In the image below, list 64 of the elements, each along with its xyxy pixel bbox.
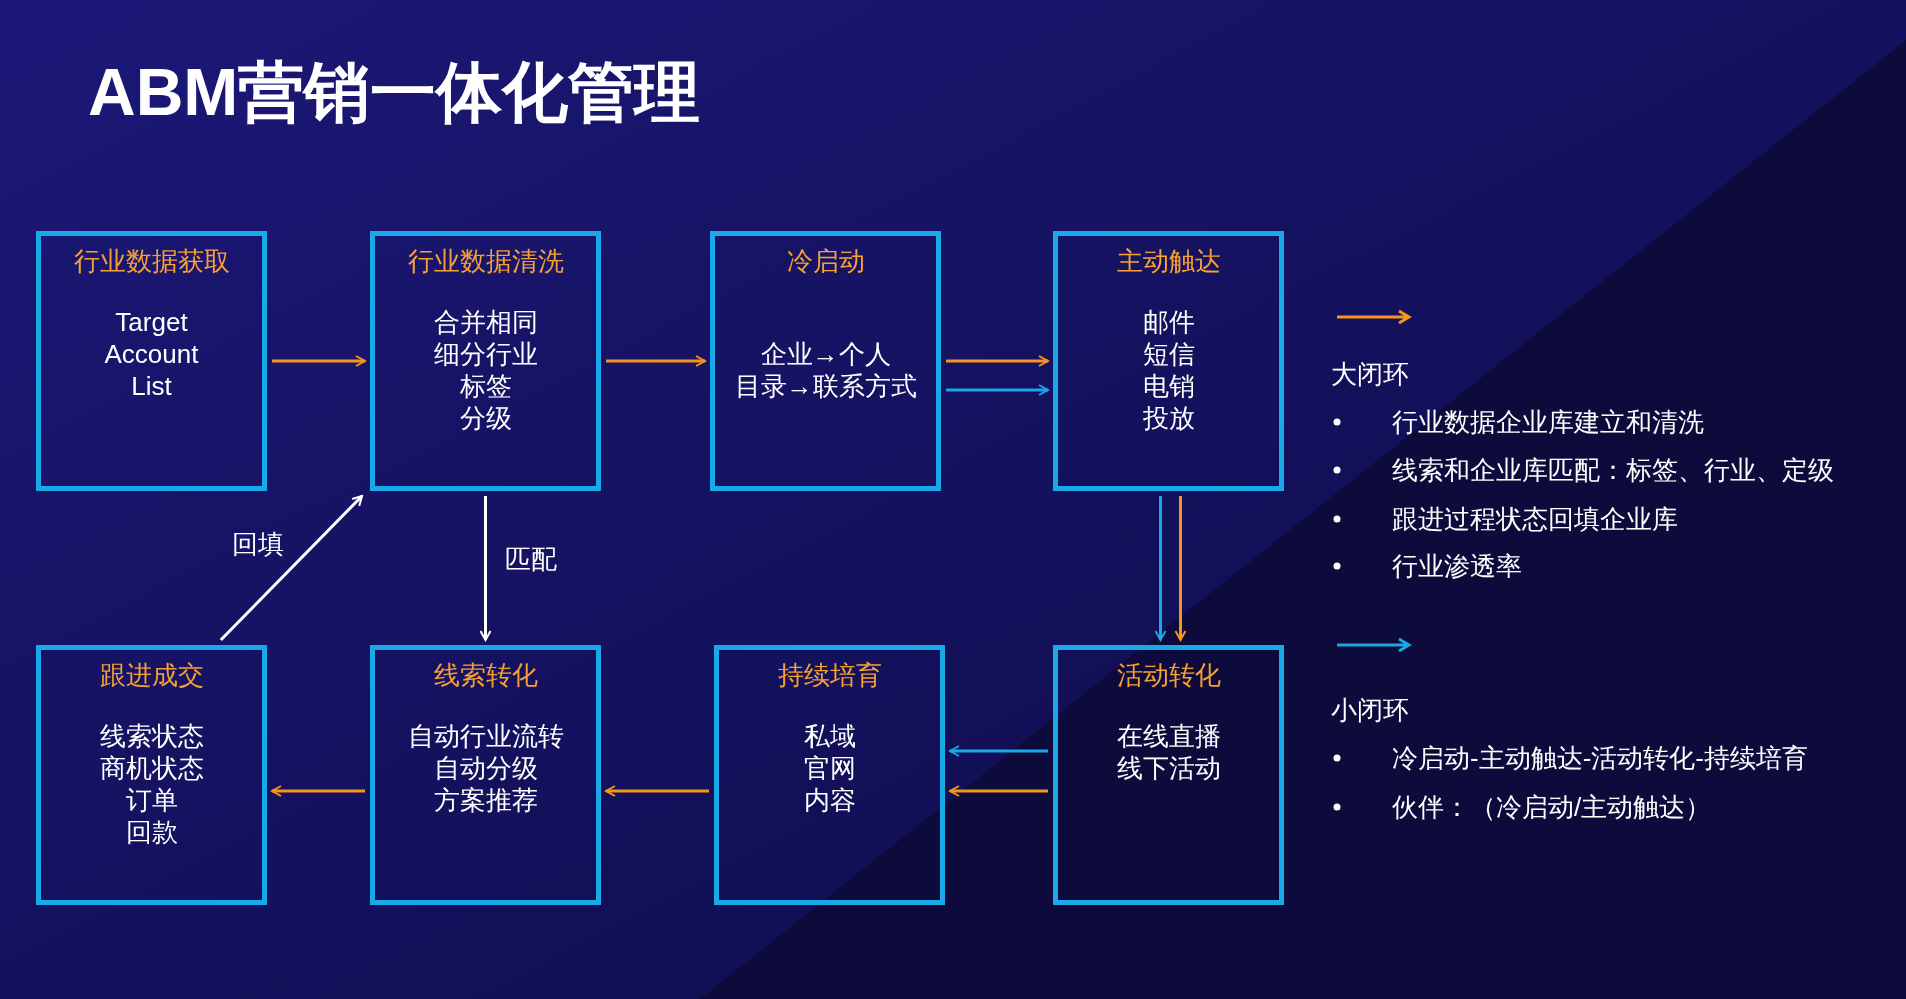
box-heading: 主动触达 (1115, 245, 1222, 278)
box-text: 自动分级 (432, 752, 539, 784)
box-heading: 持续培育 (776, 659, 883, 692)
list-item: 行业渗透率 (1392, 550, 1522, 583)
process-box (710, 231, 941, 491)
box-text: 自动行业流转 (406, 720, 565, 752)
box-text: List (130, 370, 173, 402)
box-heading: 行业数据清洗 (406, 245, 565, 278)
process-box (1053, 231, 1284, 491)
arrow (946, 384, 1049, 396)
arrow (479, 496, 492, 641)
list-item: 冷启动-主动触达-活动转化-持续培育 (1392, 742, 1808, 775)
box-text: 官网 (802, 752, 857, 784)
box-text: 短信 (1141, 338, 1196, 370)
box-text: 分级 (458, 402, 513, 434)
process-box (370, 231, 601, 491)
box-text: 线下活动 (1115, 752, 1222, 784)
arrow (272, 355, 366, 367)
edge-label: 匹配 (505, 543, 557, 576)
title: ABM营销一体化管理 (88, 54, 701, 131)
box-text: 回款 (124, 816, 179, 848)
arrow (1174, 496, 1187, 641)
box-text: 订单 (124, 784, 179, 816)
arrow (1154, 496, 1167, 641)
box-text: 合并相同 (432, 306, 539, 338)
arrow (605, 785, 709, 797)
arrow (271, 785, 365, 797)
list-item: 伙伴：（冷启动/主动触达） (1392, 791, 1712, 824)
box-text: 目录→联系方式 (733, 370, 918, 402)
process-box (36, 231, 267, 491)
box-text: 内容 (802, 784, 857, 816)
box-heading: 活动转化 (1115, 659, 1222, 692)
process-box (36, 645, 267, 905)
box-text: 标签 (458, 370, 513, 402)
box-text: Target (114, 306, 189, 338)
list-item: 线索和企业库匹配：标签、行业、定级 (1392, 454, 1834, 487)
box-text: Account (103, 338, 200, 370)
box-heading: 跟进成交 (98, 659, 205, 692)
box-text: 线索状态 (98, 720, 205, 752)
box-text: 在线直播 (1115, 720, 1222, 752)
box-text: 私域 (802, 720, 857, 752)
process-box (370, 645, 601, 905)
box-text: 商机状态 (98, 752, 205, 784)
box-heading: 冷启动 (785, 245, 866, 278)
arrow (949, 785, 1048, 797)
box-text: 细分行业 (432, 338, 539, 370)
arrow (949, 745, 1048, 757)
box-text: 邮件 (1141, 306, 1196, 338)
process-box (714, 645, 945, 905)
box-text: 投放 (1141, 402, 1196, 434)
process-box (1053, 645, 1284, 905)
edge-label: 回填 (232, 528, 284, 561)
box-heading: 线索转化 (432, 659, 539, 692)
box-text: 企业→个人 (759, 338, 892, 370)
box-text: 方案推荐 (432, 784, 539, 816)
list-item: 跟进过程状态回填企业库 (1392, 503, 1678, 536)
box-text: 电销 (1141, 370, 1196, 402)
arrow (606, 355, 706, 367)
arrow (946, 355, 1049, 367)
arrow (219, 494, 364, 642)
list-item: 行业数据企业库建立和清洗 (1392, 406, 1704, 439)
legend-text: 小闭环 (1331, 694, 1409, 727)
box-heading: 行业数据获取 (72, 245, 231, 278)
legend-text: 大闭环 (1331, 358, 1409, 391)
